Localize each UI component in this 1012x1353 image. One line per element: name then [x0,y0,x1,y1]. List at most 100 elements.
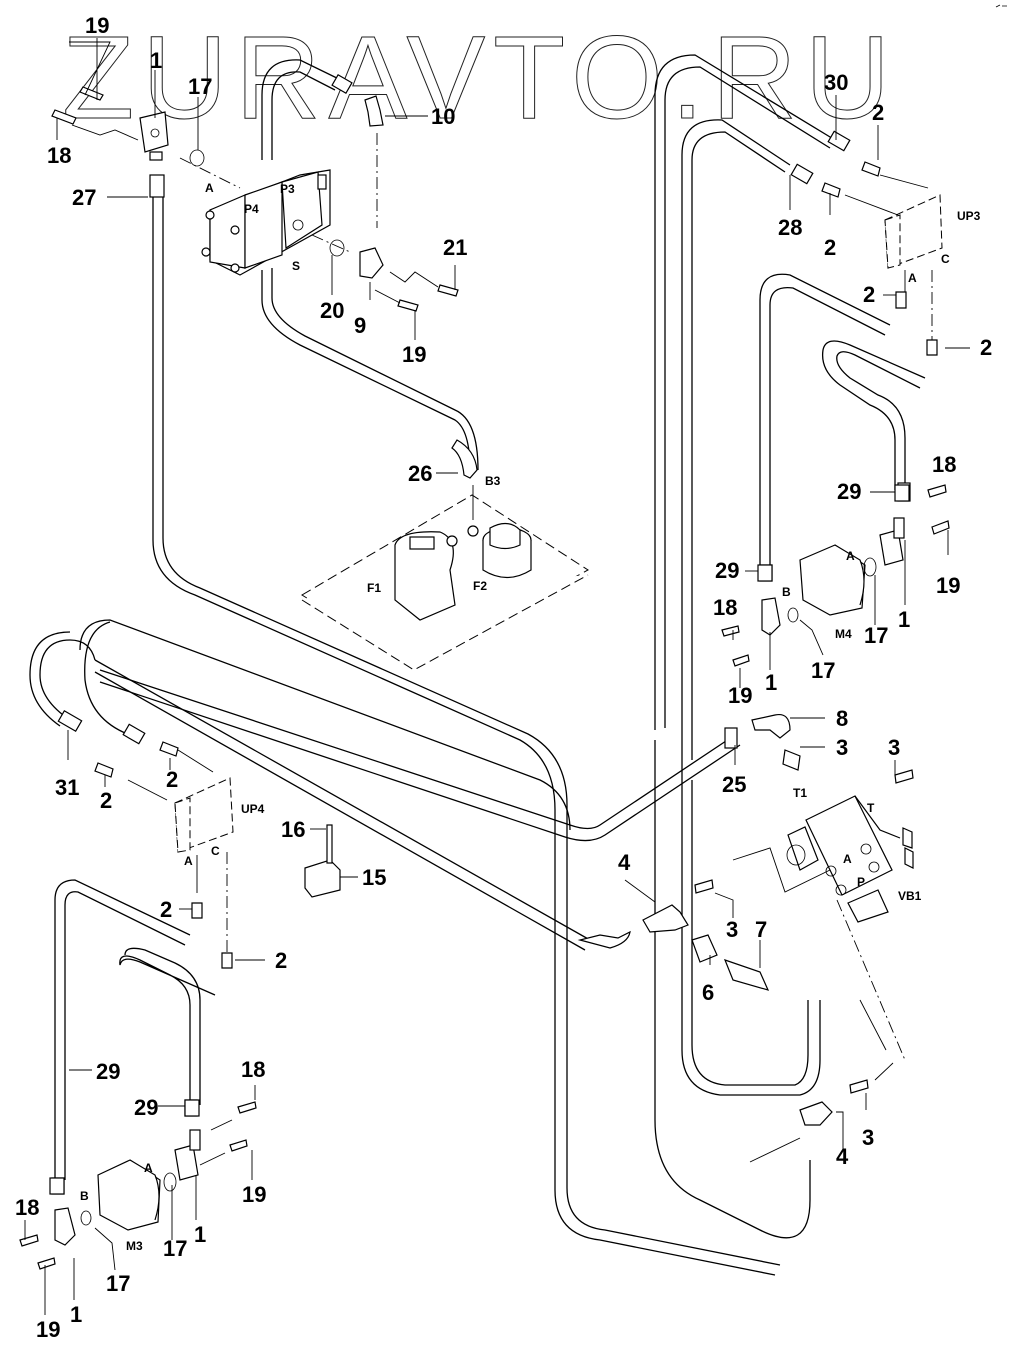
callout-18: 18 [241,1057,265,1082]
tank-plate [301,439,589,671]
hose-30 [654,54,836,730]
flange-top-left [139,111,169,161]
label-m3: M3 [126,1239,143,1253]
label-vb1-a: A [843,852,852,866]
callout-17: 17 [864,623,888,648]
callout-2: 2 [166,767,178,792]
callout-29: 29 [837,479,861,504]
label-b3: B3 [485,474,501,488]
label-vb1-t: T [867,801,875,815]
hose-m4-upper [759,273,891,570]
callout-30: 30 [824,70,848,95]
hose-end-31 [57,709,83,733]
hose-pump-suction [261,59,346,160]
callout-4: 4 [618,850,631,875]
label-pump-p4: P4 [244,202,259,216]
hose-m4-lower-inner [836,351,921,490]
clamp-15 [304,859,341,898]
callout-19: 19 [936,573,960,598]
callout-1: 1 [898,607,910,632]
callout-1: 1 [765,670,777,695]
hose-up4-top [84,621,131,736]
callout-29: 29 [715,558,739,583]
label-t1: T1 [793,786,807,800]
callout-3: 3 [726,917,738,942]
label-up3: UP3 [957,209,981,223]
hose-m3-a-inner [64,891,186,1180]
callout-8: 8 [836,706,848,731]
label-vb1-p: P [857,875,865,889]
label-up4: UP4 [241,802,265,816]
callout-19: 19 [85,13,109,38]
fitting-7 [723,959,770,991]
label-m4: M4 [835,627,852,641]
callout-2: 2 [100,788,112,813]
hose-to-b3 [261,270,471,471]
callout-17: 17 [106,1271,130,1296]
hose-diag-to-4 [94,659,591,941]
callout-3: 3 [888,735,900,760]
label-up4-a: A [184,854,193,868]
callout-2: 2 [872,100,884,125]
hose-m4-upper-inner [769,286,886,570]
port-labels: A P3 P4 S UP3 A C B3 F1 F2 M4 A B T1 T A… [80,181,981,1253]
callout-19: 19 [402,342,426,367]
callout-26: 26 [408,461,432,486]
elbow-26 [451,439,478,479]
hose-diag-upper-inner [99,681,741,842]
assembly-axes [179,133,933,1061]
callout-16: 16 [281,817,305,842]
hose-27 [152,195,776,1276]
hose-end-up4 [122,723,146,745]
bolt-19-pump [397,299,419,312]
label-pump-p3: P3 [280,182,295,196]
hose-28 [681,119,791,760]
pump-assembly [201,169,331,276]
callout-7: 7 [755,917,767,942]
valve-block-up3 [884,194,943,269]
callout-2: 2 [160,897,172,922]
hose-end-30 [827,130,851,152]
hose-m3-a [54,879,191,1180]
motor-m4 [721,482,950,667]
callout-29: 29 [134,1095,158,1120]
bracket-9 [359,247,384,279]
fitting-25 [724,727,738,749]
label-f2: F2 [473,579,487,593]
tee-4 [642,904,689,933]
hose-right-to-valve-inner [691,780,809,1086]
fitting-6 [691,934,718,963]
callout-6: 6 [702,980,714,1005]
hose-31-inner [29,631,71,727]
hose-end-29-l1 [184,1099,200,1117]
hose-pump-suction-inner [271,71,336,160]
hose-m4-lower [821,340,926,490]
tee-4-lower [799,1101,833,1126]
label-up3-a: A [908,271,917,285]
elbow-10 [364,95,384,127]
label-pump-a: A [205,181,214,195]
hose-28-inner [691,131,786,760]
callout-15: 15 [362,865,386,890]
callout-2: 2 [863,282,875,307]
hose-right-to-valve [681,760,821,1096]
hose-m3-b-inner [124,947,201,1105]
hose-end-29-l2 [49,1177,65,1195]
callout-2: 2 [980,335,992,360]
callout-3: 3 [836,735,848,760]
fittings-2 [94,161,938,969]
corner-mark [995,4,1007,8]
callout-31: 31 [55,775,79,800]
callout-2: 2 [824,235,836,260]
callout-1: 1 [194,1222,206,1247]
callout-19: 19 [36,1317,60,1342]
hose-end-pump [331,73,353,95]
hose-end-28 [790,163,814,185]
label-up3-c: C [941,252,950,266]
callout-18: 18 [713,595,737,620]
callout-19: 19 [242,1182,266,1207]
filter-f1 [394,531,456,621]
hose-4-down [654,740,811,1239]
hose-to-b3-inner [271,268,479,471]
